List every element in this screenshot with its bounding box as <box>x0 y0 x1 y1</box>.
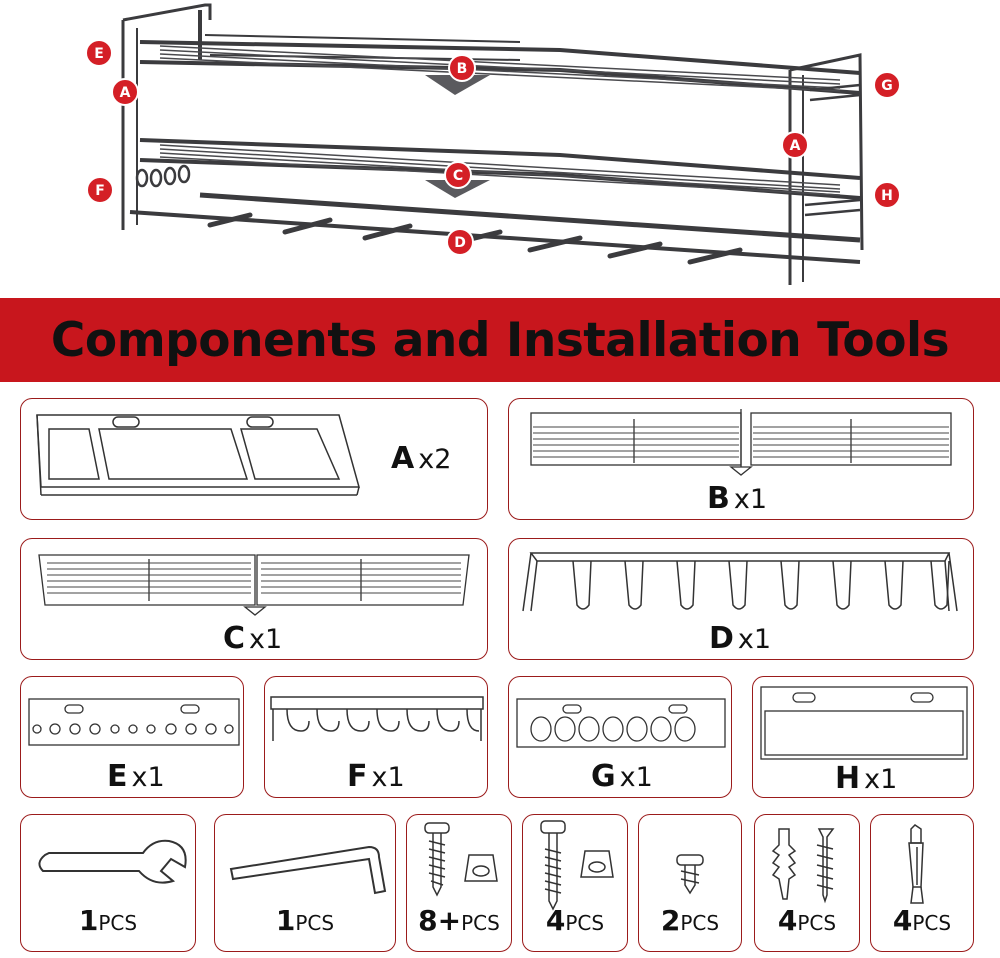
tool-card-hex-key: 1PCS <box>214 814 396 952</box>
prong-bar-d-drawing <box>522 552 958 612</box>
svg-text:H: H <box>881 188 893 204</box>
tool-card-long-screw-cap: 4PCS <box>522 814 628 952</box>
component-letter: B <box>707 481 730 516</box>
middle-shelf-c-drawing <box>38 554 470 616</box>
tool-qty: 4PCS <box>892 904 952 937</box>
tool-card-expansion-bolt: 4PCS <box>870 814 974 952</box>
tool-card-short-screw: 2PCS <box>638 814 742 952</box>
component-letter: C <box>223 621 246 656</box>
top-shelf-b-drawing <box>530 409 952 476</box>
component-qty: x1 <box>619 762 653 793</box>
component-letter: A <box>391 441 415 476</box>
tool-card-anchor: 4PCS <box>754 814 860 952</box>
banner-title: Components and Installation Tools <box>50 312 950 368</box>
panel-e-drawing <box>28 698 240 746</box>
hook-bar-f-drawing <box>270 696 484 741</box>
rack-drawing: E A B G A C F H D <box>85 3 901 285</box>
component-qty: x1 <box>737 624 772 655</box>
tool-card-wrench: 1PCS <box>20 814 196 952</box>
callout-a-right: A <box>781 131 809 159</box>
section-banner: Components and Installation Tools <box>0 298 1000 382</box>
callout-c: C <box>444 161 472 189</box>
svg-text:E: E <box>94 46 104 62</box>
callout-f: F <box>86 176 114 204</box>
panel-g-drawing <box>516 698 726 748</box>
panel-h-drawing <box>760 686 968 760</box>
component-qty: x2 <box>418 444 452 475</box>
anchor-and-screw-icon <box>771 828 835 904</box>
component-letter: H <box>835 761 861 796</box>
screw-with-cap-icon <box>424 822 498 897</box>
callout-a-left: A <box>111 78 139 106</box>
svg-text:D: D <box>454 235 466 251</box>
svg-text:A: A <box>790 138 801 154</box>
component-letter: G <box>591 759 616 794</box>
svg-text:F: F <box>95 183 105 199</box>
tool-qty: 1PCS <box>78 904 138 937</box>
svg-text:C: C <box>453 168 463 184</box>
callout-badges: E A B G A C F H D <box>85 39 901 256</box>
callout-h: H <box>873 181 901 209</box>
short-screw-icon <box>676 854 704 895</box>
svg-text:G: G <box>881 78 893 94</box>
callout-g: G <box>873 71 901 99</box>
component-letter: E <box>107 759 128 794</box>
svg-text:A: A <box>120 85 131 101</box>
product-illustration: E A B G A C F H D <box>0 0 1000 298</box>
side-frame-a-drawing <box>36 414 360 496</box>
component-letter: F <box>347 759 368 794</box>
component-letter: D <box>709 621 734 656</box>
tool-qty: 4PCS <box>777 904 837 937</box>
tool-qty: 4PCS <box>545 904 605 937</box>
svg-text:B: B <box>457 61 468 77</box>
component-qty: x1 <box>249 624 283 655</box>
callout-d: D <box>446 228 474 256</box>
tool-qty: 2PCS <box>660 904 720 937</box>
long-screw-with-cap-icon <box>540 820 614 911</box>
tool-qty: 8+PCS <box>418 904 500 937</box>
hex-key-icon <box>229 845 387 895</box>
component-qty: x1 <box>864 764 898 795</box>
tool-card-screw-cap: 8+PCS <box>406 814 512 952</box>
callout-e: E <box>85 39 113 67</box>
expansion-bolt-icon <box>908 824 924 904</box>
component-qty: x1 <box>131 762 165 793</box>
component-qty: x1 <box>733 484 768 515</box>
tool-qty: 1PCS <box>275 904 335 937</box>
callout-b: B <box>448 54 476 82</box>
wrench-icon <box>38 839 187 884</box>
component-qty: x1 <box>371 762 405 793</box>
